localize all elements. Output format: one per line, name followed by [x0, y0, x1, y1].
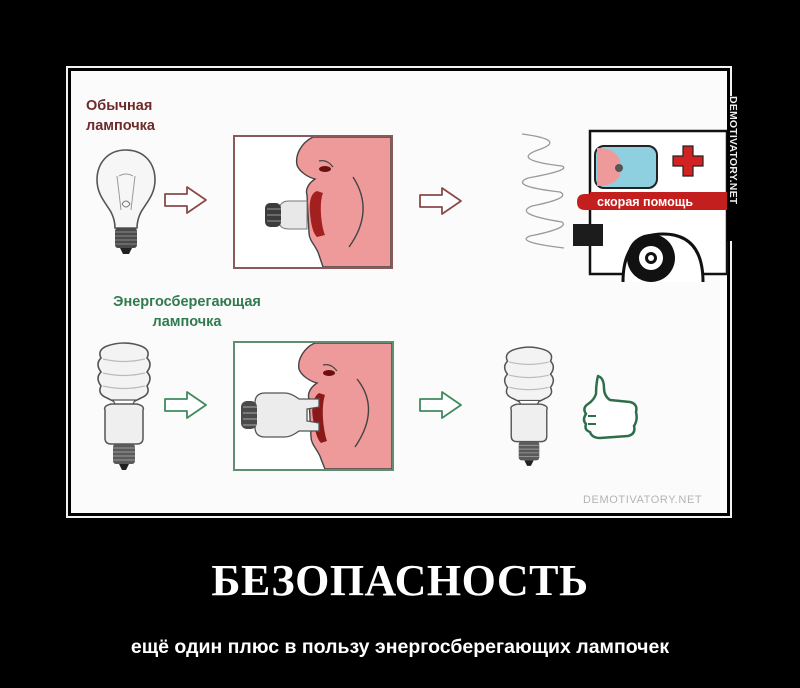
arrow-right-icon [419, 391, 462, 419]
arrow-right-icon [164, 186, 207, 214]
energy-saving-bulb-label-line1: Энергосберегающая [113, 294, 261, 310]
thumbs-up-icon [582, 374, 638, 440]
regular-bulb-label-line2: лампочка [86, 118, 155, 134]
energy-saving-bulb-icon [503, 346, 555, 466]
regular-bulb-label: Обычная лампочка [86, 96, 155, 136]
arrow-right-icon [419, 187, 462, 215]
face-with-cfl-icon [241, 343, 392, 469]
watermark-vertical: DEMOTIVATORY.NET [727, 96, 739, 241]
cfl-bulb-at-mouth-panel [233, 341, 394, 471]
watermark-vertical-text: DEMOTIVATORY.NET [727, 96, 739, 205]
watermark-bottom: DEMOTIVATORY.NET [583, 494, 703, 506]
energy-saving-bulb-label-line2: лампочка [152, 314, 222, 330]
incandescent-bulb-icon [96, 149, 156, 254]
regular-bulb-label-line1: Обычная [86, 98, 153, 114]
face-with-bulb-icon [265, 137, 391, 267]
ambulance-sign-text: скорая помощь [597, 195, 693, 209]
energy-saving-bulb-icon [97, 342, 151, 470]
ambulance-icon: скорая помощь [573, 129, 729, 283]
poster-subtitle: ещё один плюс в пользу энергосберегающих… [130, 636, 670, 658]
poster-frame-border [66, 66, 732, 518]
bulb-in-mouth-panel [233, 135, 393, 269]
energy-saving-bulb-label: Энергосберегающая лампочка [92, 292, 282, 332]
poster-title: БЕЗОПАСНОСТЬ [211, 556, 589, 605]
arrow-right-icon [164, 391, 207, 419]
speed-lines-icon [521, 133, 565, 249]
